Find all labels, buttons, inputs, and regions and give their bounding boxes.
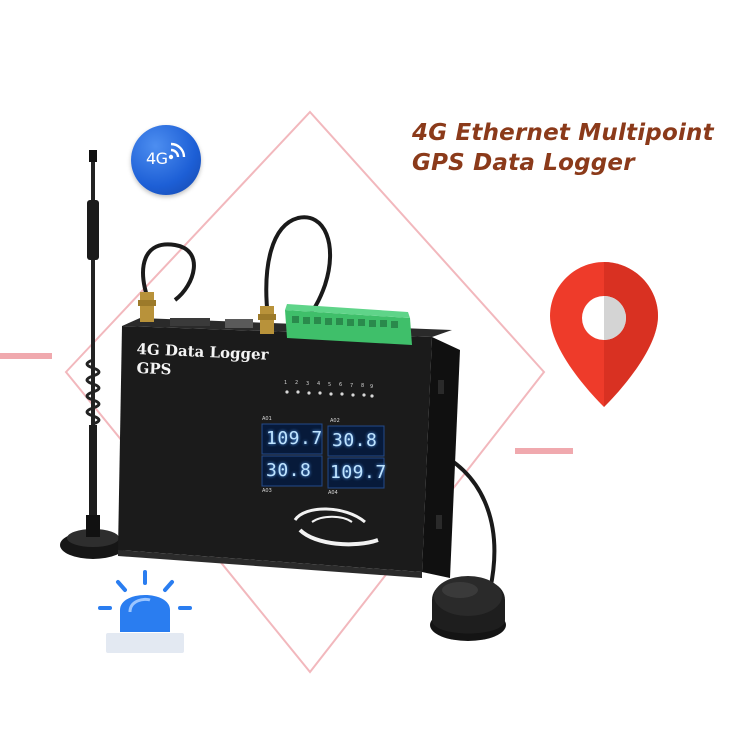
lcd-caption: A02 xyxy=(330,418,340,424)
led-number: 3 xyxy=(306,381,310,387)
headline-line-1: 4G Ethernet Multipoint xyxy=(412,120,714,146)
sma-connector-left xyxy=(138,292,156,322)
decorative-bar-right xyxy=(515,448,573,454)
gps-antenna-puck xyxy=(430,576,506,641)
led-number: 7 xyxy=(350,383,354,389)
antenna-icon xyxy=(60,150,126,559)
badge-4g: 4G xyxy=(131,125,201,195)
cable-left xyxy=(141,242,196,306)
device-label-subtitle: GPS xyxy=(136,358,172,379)
led-number: 1 xyxy=(284,380,288,386)
terminal-block xyxy=(285,304,412,345)
lcd-caption: A03 xyxy=(262,488,272,494)
badge-4g-label: 4G xyxy=(146,149,168,168)
led-number: 2 xyxy=(295,380,299,386)
device-logo xyxy=(293,507,379,547)
lcd-caption: A01 xyxy=(262,416,272,422)
cable-right xyxy=(264,215,333,322)
location-pin-icon xyxy=(550,262,658,407)
lcd-panels xyxy=(261,423,385,489)
lcd-value: 109.7 xyxy=(330,462,387,483)
alarm-light-icon xyxy=(98,570,192,653)
lcd-value: 109.7 xyxy=(266,428,323,449)
led-number: 6 xyxy=(339,382,343,388)
led-number: 5 xyxy=(328,382,332,388)
wifi-signal-icon xyxy=(168,142,186,160)
status-leds xyxy=(285,390,374,398)
sma-connector-right xyxy=(258,306,276,334)
headline: 4G Ethernet Multipoint GPS Data Logger xyxy=(412,118,742,178)
decorative-bar-left xyxy=(0,353,52,359)
headline-line-2: GPS Data Logger xyxy=(412,150,635,176)
lcd-caption: A04 xyxy=(328,490,338,496)
led-number: 9 xyxy=(370,384,374,390)
lcd-value: 30.8 xyxy=(332,430,378,451)
decorative-diamond xyxy=(64,110,546,674)
led-number: 8 xyxy=(361,383,365,389)
led-number: 4 xyxy=(317,381,321,387)
lcd-value: 30.8 xyxy=(266,460,312,481)
